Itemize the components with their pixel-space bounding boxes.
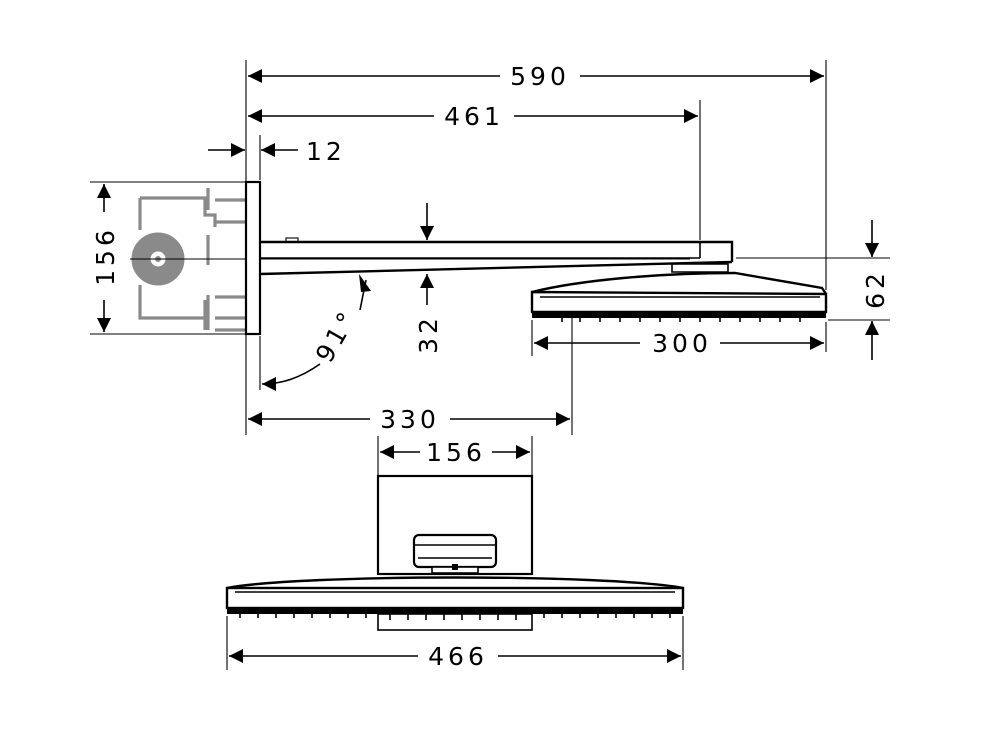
dim-arm-length: 461 <box>248 102 698 131</box>
dim-head-depth: 300 <box>534 329 824 358</box>
shower-arm <box>259 237 734 276</box>
shower-head-side <box>530 263 828 322</box>
dim-head-width-label: 466 <box>428 642 488 671</box>
nozzle-row <box>239 614 671 620</box>
dim-box-height: 156 <box>91 184 120 332</box>
dim-head-height-label: 62 <box>861 269 890 309</box>
dim-front-arm-width-label: 156 <box>426 438 486 467</box>
dim-head-projection-label: 330 <box>380 405 440 434</box>
dim-total-length: 590 <box>248 62 824 91</box>
dim-arm-drop: 32 <box>414 203 443 354</box>
dim-head-depth-label: 300 <box>652 329 712 358</box>
dim-arm-length-label: 461 <box>444 102 504 131</box>
dim-front-arm-width: 156 <box>380 438 530 467</box>
front-connector <box>412 533 498 574</box>
front-view: 156 466 <box>225 436 685 671</box>
dim-plate-thickness-label: 12 <box>306 137 346 166</box>
dim-total-length-label: 590 <box>510 62 570 91</box>
dim-angle: 91° <box>261 274 371 391</box>
dim-head-width: 466 <box>229 642 681 671</box>
dim-box-height-label: 156 <box>91 226 120 286</box>
dim-arm-drop-label: 32 <box>414 314 443 354</box>
side-view: 590 461 12 156 32 62 <box>90 60 890 435</box>
dim-angle-label: 91° <box>310 304 363 367</box>
dim-head-height: 62 <box>861 220 890 360</box>
dim-head-projection: 330 <box>248 405 570 434</box>
shower-head-front <box>225 576 685 631</box>
wall-plate <box>244 180 262 336</box>
dim-plate-thickness: 12 <box>208 137 346 166</box>
